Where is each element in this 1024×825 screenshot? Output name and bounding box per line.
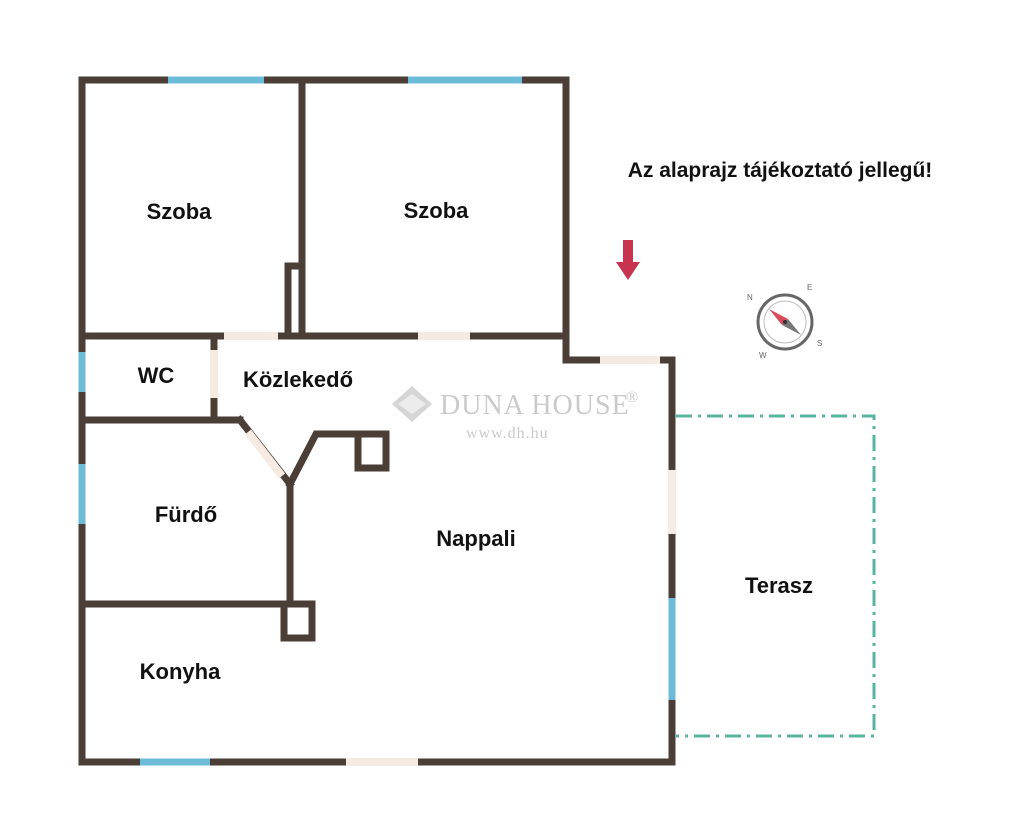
room-label-wc: WC (138, 363, 175, 388)
room-label-nappali: Nappali (436, 526, 515, 551)
compass-icon: N E S W (747, 283, 822, 360)
watermark: DUNA HOUSE ® www.dh.hu (392, 386, 639, 442)
duna-house-logo-icon (392, 386, 432, 422)
windows (78, 76, 676, 766)
interior-walls (78, 76, 570, 642)
room-label-szoba-right: Szoba (404, 198, 470, 223)
room-label-furdo: Fürdő (155, 502, 217, 527)
room-label-kozlekedo: Közlekedő (243, 367, 353, 392)
compass-e: E (807, 283, 812, 292)
watermark-registered: ® (626, 389, 639, 406)
room-label-terasz: Terasz (745, 573, 813, 598)
entrance-arrow-icon (616, 240, 640, 280)
watermark-url: www.dh.hu (466, 425, 549, 442)
room-label-szoba-left: Szoba (147, 199, 213, 224)
compass-s: S (817, 339, 822, 348)
door-openings (210, 332, 676, 766)
disclaimer-note: Az alaprajz tájékoztató jellegű! (628, 159, 933, 182)
exterior-walls (78, 76, 676, 766)
compass-w: W (759, 351, 767, 360)
room-label-konyha: Konyha (140, 659, 221, 684)
compass-n: N (747, 293, 753, 302)
terrace-outline (676, 414, 876, 738)
watermark-brand: DUNA HOUSE (440, 390, 630, 421)
